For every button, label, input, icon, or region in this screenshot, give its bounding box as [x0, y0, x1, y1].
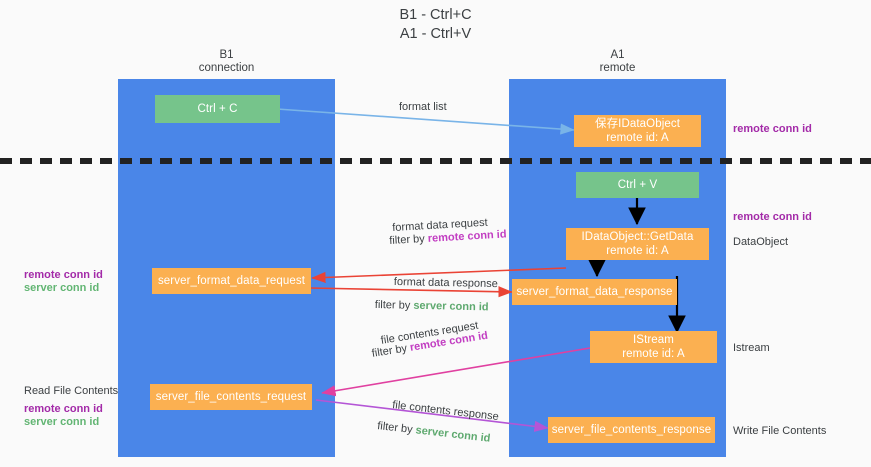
- node-idataobject-getdata-line2: remote id: A: [606, 245, 669, 257]
- edge-label-format-data-response-filter: filter by server conn id: [375, 299, 489, 314]
- node-idataobject-getdata-line1: IDataObject::GetData: [581, 231, 694, 243]
- node-istream-line1: IStream: [633, 334, 674, 346]
- node-server-file-contents-request-label: server_file_contents_request: [155, 391, 307, 403]
- filter-prefix: filter by: [374, 299, 414, 312]
- node-ctrl-c[interactable]: Ctrl + C: [155, 95, 280, 123]
- node-server-format-data-response[interactable]: server_format_data_response: [512, 279, 677, 305]
- edge-label-format-data-response: format data response: [393, 276, 498, 291]
- node-idataobject-remote-line2: remote id: A: [606, 132, 669, 144]
- edge-label-file-contents-response: file contents response: [391, 399, 500, 424]
- filter-key-server-conn-id: server conn id: [414, 424, 491, 445]
- node-ctrl-v[interactable]: Ctrl + V: [576, 172, 699, 198]
- note-dataobject: DataObject: [733, 236, 789, 248]
- filter-key-server-conn-id: server conn id: [413, 299, 489, 314]
- lane-header-b1: B1 connection: [198, 49, 255, 74]
- edge-file-contents-request: [321, 347, 591, 397]
- edge-label-format-list: format list: [399, 101, 447, 113]
- node-ctrl-c-line1: Ctrl + C: [197, 103, 238, 115]
- edge-label-file-contents-response-filter: filter by server conn id: [377, 420, 491, 446]
- node-idataobject-getdata[interactable]: IDataObject::GetData remote id: A: [566, 228, 709, 260]
- node-server-format-data-response-label: server_format_data_response: [516, 286, 673, 298]
- diagram-title: B1 - Ctrl+C A1 - Ctrl+V: [399, 7, 472, 42]
- node-server-format-data-request-label: server_format_data_request: [157, 275, 306, 287]
- filter-prefix: filter by: [371, 341, 411, 360]
- node-idataobject-remote-line1: 保存IDataObject: [594, 118, 681, 130]
- node-server-file-contents-response-label: server_file_contents_response: [551, 424, 712, 436]
- node-server-file-contents-response[interactable]: server_file_contents_response: [548, 417, 715, 443]
- note-remote-conn-id-mid: remote conn id: [733, 211, 812, 223]
- node-idataobject-remote[interactable]: 保存IDataObject remote id: A: [574, 115, 701, 147]
- note-write-file-contents: Write File Contents: [733, 425, 827, 437]
- node-server-file-contents-request[interactable]: server_file_contents_request: [150, 384, 312, 410]
- note-read-file-contents: Read File Contents: [24, 385, 119, 397]
- node-istream[interactable]: IStream remote id: A: [590, 331, 717, 363]
- note-left-mid-remote-conn-id: remote conn id: [24, 269, 103, 281]
- note-left-bottom-remote-conn-id: remote conn id: [24, 403, 103, 415]
- node-server-format-data-request[interactable]: server_format_data_request: [152, 268, 311, 294]
- note-istream: Istream: [733, 342, 770, 354]
- node-istream-line2: remote id: A: [622, 348, 685, 360]
- node-ctrl-v-line1: Ctrl + V: [617, 179, 658, 191]
- note-remote-conn-id-top: remote conn id: [733, 123, 812, 135]
- lane-header-a1: A1 remote: [599, 49, 636, 74]
- note-left-bottom-server-conn-id: server conn id: [24, 416, 100, 428]
- note-left-mid-server-conn-id: server conn id: [24, 282, 100, 294]
- filter-prefix: filter by: [376, 420, 417, 437]
- filter-prefix: filter by: [389, 232, 429, 247]
